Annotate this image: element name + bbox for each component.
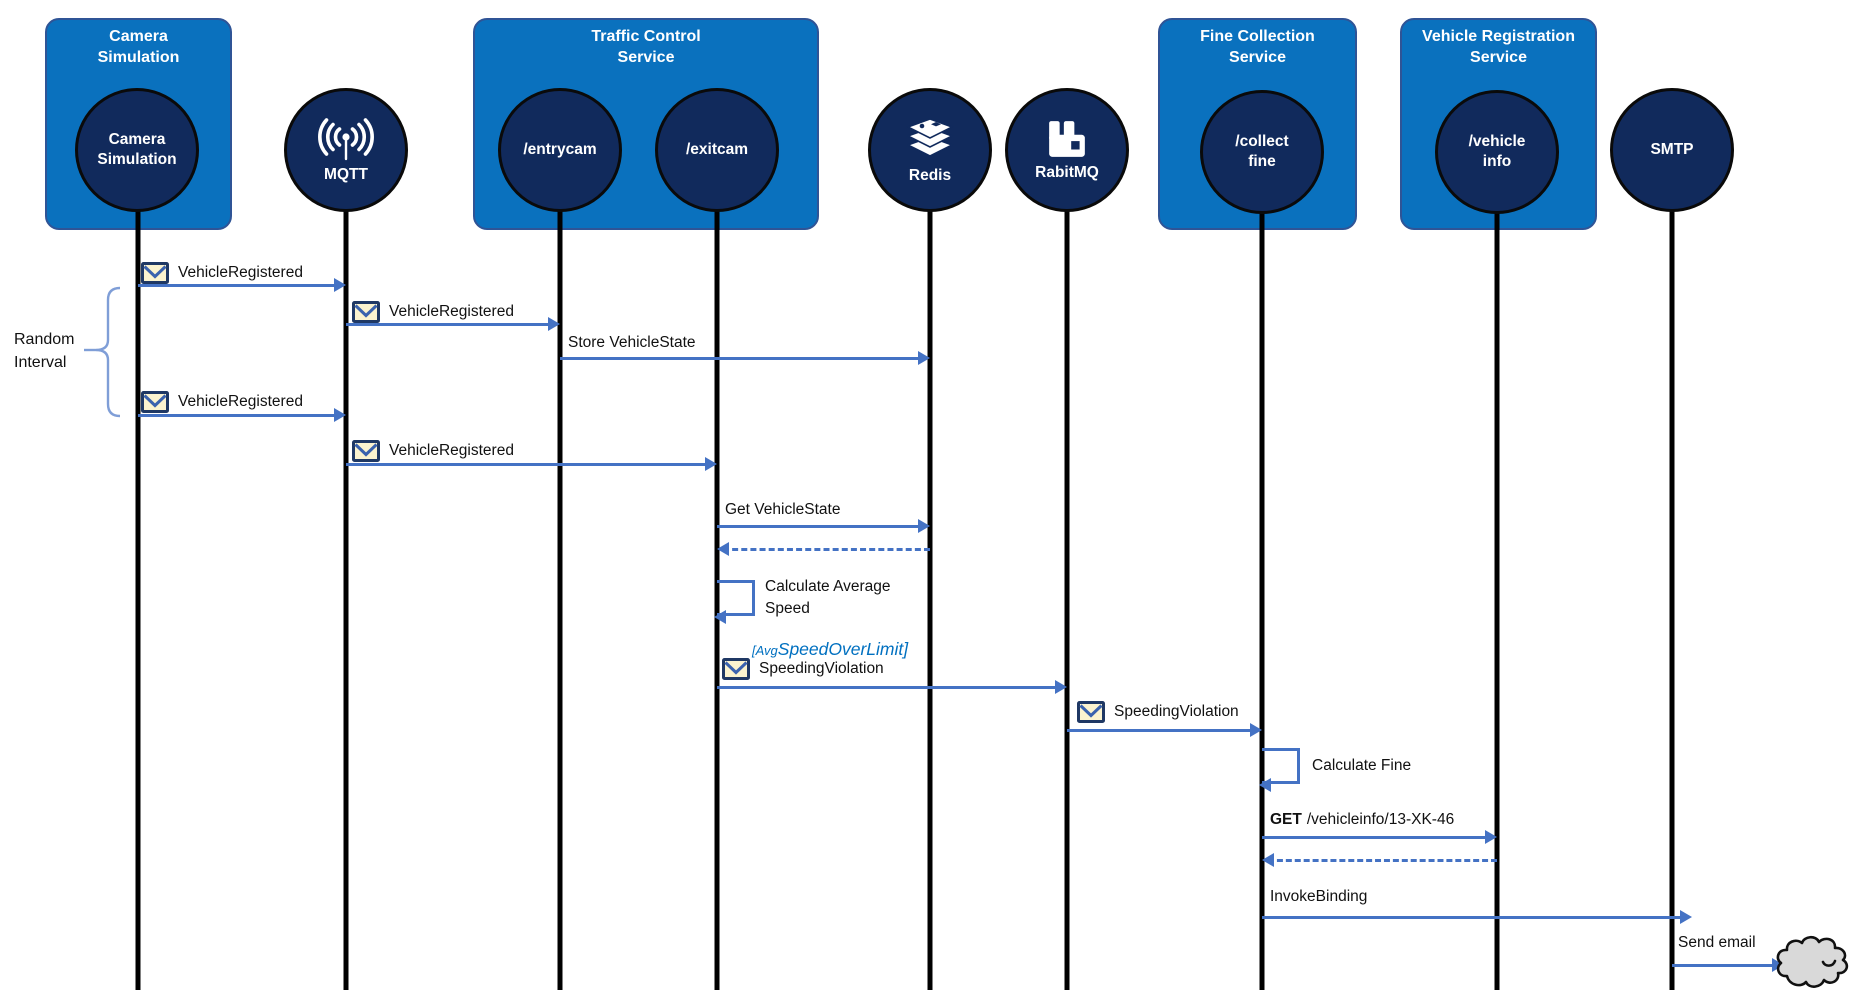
message-label: VehicleRegistered — [352, 440, 514, 462]
message-label: InvokeBinding — [1270, 888, 1368, 905]
arrow-camera-to-mqtt-2 — [138, 408, 346, 423]
arrow-vehicleinfo-return-dashed — [1262, 853, 1497, 868]
rabitmq-node: RabitMQ — [1005, 88, 1129, 212]
message-label: Calculate Fine — [1312, 757, 1412, 774]
redis-stack-icon — [905, 117, 955, 157]
redis-node: Redis — [868, 88, 992, 212]
arrow-exitcam-to-rabitmq — [717, 680, 1067, 695]
rabitmq-label: RabitMQ — [1035, 163, 1099, 181]
guard-condition: [AvgSpeedOverLimit] — [752, 639, 909, 659]
camera-simulation-endpoint: Camera Simulation — [75, 88, 199, 212]
email-cloud-icon — [1776, 935, 1849, 988]
camera-simulation-box-title: Camera Simulation — [97, 28, 180, 66]
envelope-icon — [352, 301, 380, 323]
envelope-icon — [141, 391, 169, 413]
collectfine-label: /collect fine — [1235, 133, 1289, 170]
http-path: /vehicleinfo/13-XK-46 — [1306, 811, 1455, 828]
rabbitmq-icon — [1049, 120, 1085, 157]
mqtt-label: MQTT — [324, 165, 368, 183]
lifeline-vehicleinfo — [1494, 200, 1500, 990]
entrycam-endpoint: /entrycam — [498, 88, 622, 212]
message-label: SpeedingViolation — [1077, 701, 1239, 723]
lifeline-collectfine — [1259, 200, 1265, 990]
message-label: VehicleRegistered — [141, 391, 303, 413]
collectfine-endpoint: /collect fine — [1200, 90, 1324, 214]
lifeline-exitcam — [714, 200, 720, 990]
lifeline-camera-simulation — [135, 200, 141, 990]
arrow-collectfine-to-smtp — [1262, 910, 1692, 925]
message-label: VehicleRegistered — [352, 301, 514, 323]
envelope-icon — [722, 658, 750, 680]
redis-label: Redis — [908, 166, 952, 184]
message-label: VehicleRegistered — [141, 262, 303, 284]
smtp-label: SMTP — [1650, 141, 1694, 158]
arrow-smtp-to-cloud — [1672, 958, 1784, 973]
selfloop-calculate-fine — [1259, 748, 1300, 792]
arrow-collectfine-to-vehicleinfo — [1262, 830, 1497, 845]
entrycam-label: /entrycam — [523, 141, 597, 158]
random-interval-note: Random Interval — [14, 331, 75, 371]
vehicle-registration-service-box-title: Vehicle Registration Service — [1422, 28, 1575, 66]
smtp-node: SMTP — [1610, 88, 1734, 212]
selfloop-calculate-average-speed — [714, 580, 755, 624]
arrow-entrycam-to-redis — [560, 351, 930, 366]
random-interval-brace — [84, 286, 121, 418]
lifeline-smtp — [1669, 200, 1675, 990]
lifeline-redis — [927, 200, 933, 990]
arrow-rabitmq-to-collectfine — [1067, 723, 1262, 738]
message-label: SpeedingViolation — [722, 658, 884, 680]
fine-collection-service-box-title: Fine Collection Service — [1200, 28, 1315, 66]
message-label: Get VehicleState — [725, 501, 841, 518]
lifeline-mqtt — [343, 200, 349, 990]
mqtt-node: MQTT — [284, 88, 408, 212]
message-label: Store VehicleState — [568, 334, 696, 351]
message-label: Send email — [1678, 934, 1756, 951]
http-method: GET — [1270, 811, 1302, 828]
vehicleinfo-label: /vehicle info — [1468, 133, 1526, 170]
arrow-mqtt-to-exitcam — [346, 457, 717, 472]
exitcam-label: /exitcam — [685, 141, 749, 158]
envelope-icon — [1077, 701, 1105, 723]
lifeline-entrycam — [557, 200, 563, 990]
camera-simulation-endpoint-label: Camera Simulation — [97, 131, 177, 168]
arrow-exitcam-to-redis — [717, 519, 930, 534]
traffic-control-service-box-title: Traffic Control Service — [591, 28, 701, 66]
vehicleinfo-endpoint: /vehicle info — [1435, 90, 1559, 214]
arrow-mqtt-to-entrycam — [346, 317, 560, 332]
message-label: Calculate Average Speed — [765, 578, 891, 617]
lifeline-rabitmq — [1064, 200, 1070, 990]
mqtt-antenna-icon — [318, 117, 374, 160]
exitcam-endpoint: /exitcam — [655, 88, 779, 212]
arrow-redis-return-dashed — [717, 542, 930, 557]
envelope-icon — [141, 262, 169, 284]
arrow-camera-to-mqtt-1 — [138, 278, 346, 293]
envelope-icon — [352, 440, 380, 462]
message-label: GET/vehicleinfo/13-XK-46 — [1270, 811, 1454, 829]
